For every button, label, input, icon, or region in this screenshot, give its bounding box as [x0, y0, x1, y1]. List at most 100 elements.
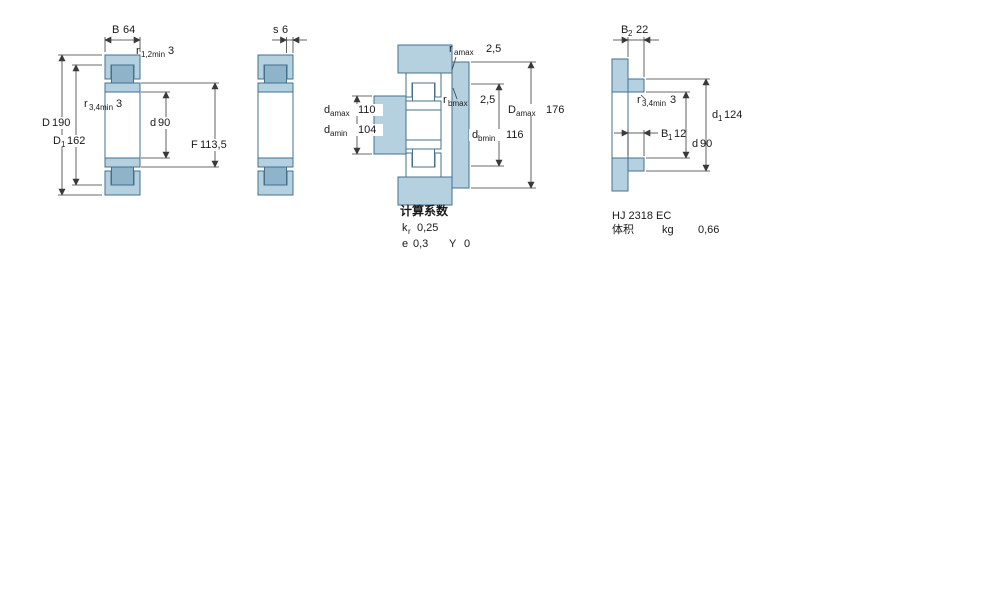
inner-ring-section-bottom — [257, 157, 294, 168]
bearing-outline-roller-top — [412, 82, 435, 102]
dim-r34-symbol: r — [637, 94, 641, 106]
dim-d-symbol: d — [150, 117, 156, 129]
hj-ring-geometry — [611, 58, 645, 192]
dim-F-symbol: F — [191, 139, 198, 151]
mass-value: 0,66 — [698, 224, 719, 236]
roller-section-bottom — [264, 166, 287, 186]
dim-d1-value: 124 — [724, 109, 742, 121]
bearing-outline-roller-bottom — [412, 148, 435, 168]
dim-D1: D 1 162 — [50, 64, 102, 186]
hj-designation: HJ 2318 EC — [612, 210, 671, 222]
dim-s-value: 6 — [282, 24, 288, 36]
dim-Damax-value: 176 — [546, 104, 564, 116]
hj-washer-section-top — [611, 58, 629, 93]
dim-damin-subscript: amin — [330, 129, 347, 138]
bearing-outline-inner-top — [405, 100, 442, 111]
factor-kr-subscript: r — [408, 227, 411, 236]
dim-r34-value: 3 — [670, 94, 676, 106]
abutment-geometry — [373, 44, 470, 206]
inner-ring-section-top — [104, 82, 141, 93]
dim-B1-subscript: 1 — [668, 133, 673, 142]
dim-d1-subscript: 1 — [718, 114, 723, 123]
dim-B1-value: 12 — [674, 128, 686, 140]
dim-rb-value: 2,5 — [480, 94, 495, 106]
dim-B2-subscript: 2 — [628, 29, 633, 38]
dim-ra-symbol: r — [449, 43, 453, 55]
dim-D-symbol: D — [42, 117, 50, 129]
dim-r34-symbol: r — [84, 98, 88, 110]
dim-D1-value: 162 — [67, 135, 85, 147]
dim-D: D 190 — [39, 54, 102, 196]
dim-B2-symbol: B — [621, 24, 628, 36]
dim-s-symbol: s — [273, 24, 279, 36]
dim-r12-subscript: 1,2min — [141, 50, 165, 59]
dim-B2: B 2 22 — [613, 24, 659, 77]
mass-label: 体积 — [612, 222, 634, 236]
hj-angle-ring-drawing: B 2 22 B 1 12 r 3,4min 3 d 1 124 — [611, 24, 742, 236]
dim-B: B 64 — [104, 24, 141, 52]
dim-r34-subscript: 3,4min — [89, 103, 113, 112]
hj-lip-section-bottom — [627, 157, 645, 172]
factor-Y-value: 0 — [464, 238, 470, 250]
bearing-side-section-drawing: s 6 — [257, 24, 307, 196]
bearing-outline-inner-bottom — [405, 139, 442, 150]
dim-B-value: 64 — [123, 24, 135, 36]
calculation-factors-block: 计算系数 k r 0,25 e 0,3 Y 0 — [400, 203, 470, 250]
dim-D1-subscript: 1 — [61, 140, 66, 149]
factor-e-symbol: e — [402, 238, 408, 250]
abutment-dimensions-drawing: d amax 110 d amin 104 D amax 176 d bmin … — [321, 43, 569, 250]
dim-r34-hj: r 3,4min 3 — [637, 94, 676, 108]
dim-D-value: 190 — [52, 117, 70, 129]
dim-d-value: 90 — [158, 117, 170, 129]
dim-Damax-subscript: amax — [516, 109, 536, 118]
mass-unit: kg — [662, 224, 674, 236]
dim-dbmin-value: 116 — [506, 129, 524, 141]
dim-ra-value: 2,5 — [486, 43, 501, 55]
dim-d1-hj: d 1 124 — [646, 78, 742, 172]
abutment-wall-section — [451, 61, 470, 189]
dim-damax-symbol: d — [324, 104, 330, 116]
dim-B1-symbol: B — [661, 128, 668, 140]
dim-rb: r bmax 2,5 — [443, 87, 495, 108]
bearing-geometry — [104, 54, 141, 196]
dim-d: d 90 — [141, 91, 174, 159]
dim-B2-value: 22 — [636, 24, 648, 36]
hj-ring-text-block: HJ 2318 EC 体积 kg 0,66 — [612, 210, 719, 236]
factor-e-value: 0,3 — [413, 238, 428, 250]
dim-dbmin-subscript: bmin — [478, 134, 495, 143]
factor-Y-symbol: Y — [449, 238, 457, 250]
dim-damin-symbol: d — [324, 124, 330, 136]
dim-damax-value: 110 — [358, 104, 376, 116]
dim-d1-symbol: d — [712, 109, 718, 121]
dim-F-value: 113,5 — [200, 139, 227, 151]
hj-lip-section-top — [627, 78, 645, 93]
dim-d-hj: d 90 — [646, 91, 712, 159]
dim-rb-symbol: r — [443, 94, 447, 106]
inner-ring-section-top — [257, 82, 294, 93]
dim-damax-subscript: amax — [330, 109, 350, 118]
dim-Damax-symbol: D — [508, 104, 516, 116]
dim-da: d amax 110 d amin 104 — [321, 95, 383, 155]
dim-r34-value: 3 — [116, 98, 122, 110]
dim-rb-subscript: bmax — [448, 99, 468, 108]
dim-F: F 113,5 — [141, 82, 236, 168]
dim-ra-subscript: amax — [454, 48, 474, 57]
dim-damin-value: 104 — [358, 124, 376, 136]
dim-dbmin-symbol: d — [472, 129, 478, 141]
dim-r12: r 1,2min 3 — [136, 45, 174, 59]
housing-section-top — [397, 44, 453, 74]
bearing-geometry-2 — [257, 54, 294, 196]
housing-section-bottom — [397, 176, 453, 206]
dim-ra: r amax 2,5 — [449, 43, 501, 71]
roller-section-top — [264, 64, 287, 84]
dim-dbmin: d bmin 116 — [469, 83, 528, 167]
dim-B-symbol: B — [112, 24, 119, 36]
dim-B1: B 1 12 — [614, 128, 686, 156]
dim-r34: r 3,4min 3 — [84, 98, 122, 112]
dim-r34-subscript: 3,4min — [642, 99, 666, 108]
dim-D1-symbol: D — [53, 135, 61, 147]
dim-d-symbol: d — [692, 138, 698, 150]
dim-r12-value: 3 — [168, 45, 174, 57]
